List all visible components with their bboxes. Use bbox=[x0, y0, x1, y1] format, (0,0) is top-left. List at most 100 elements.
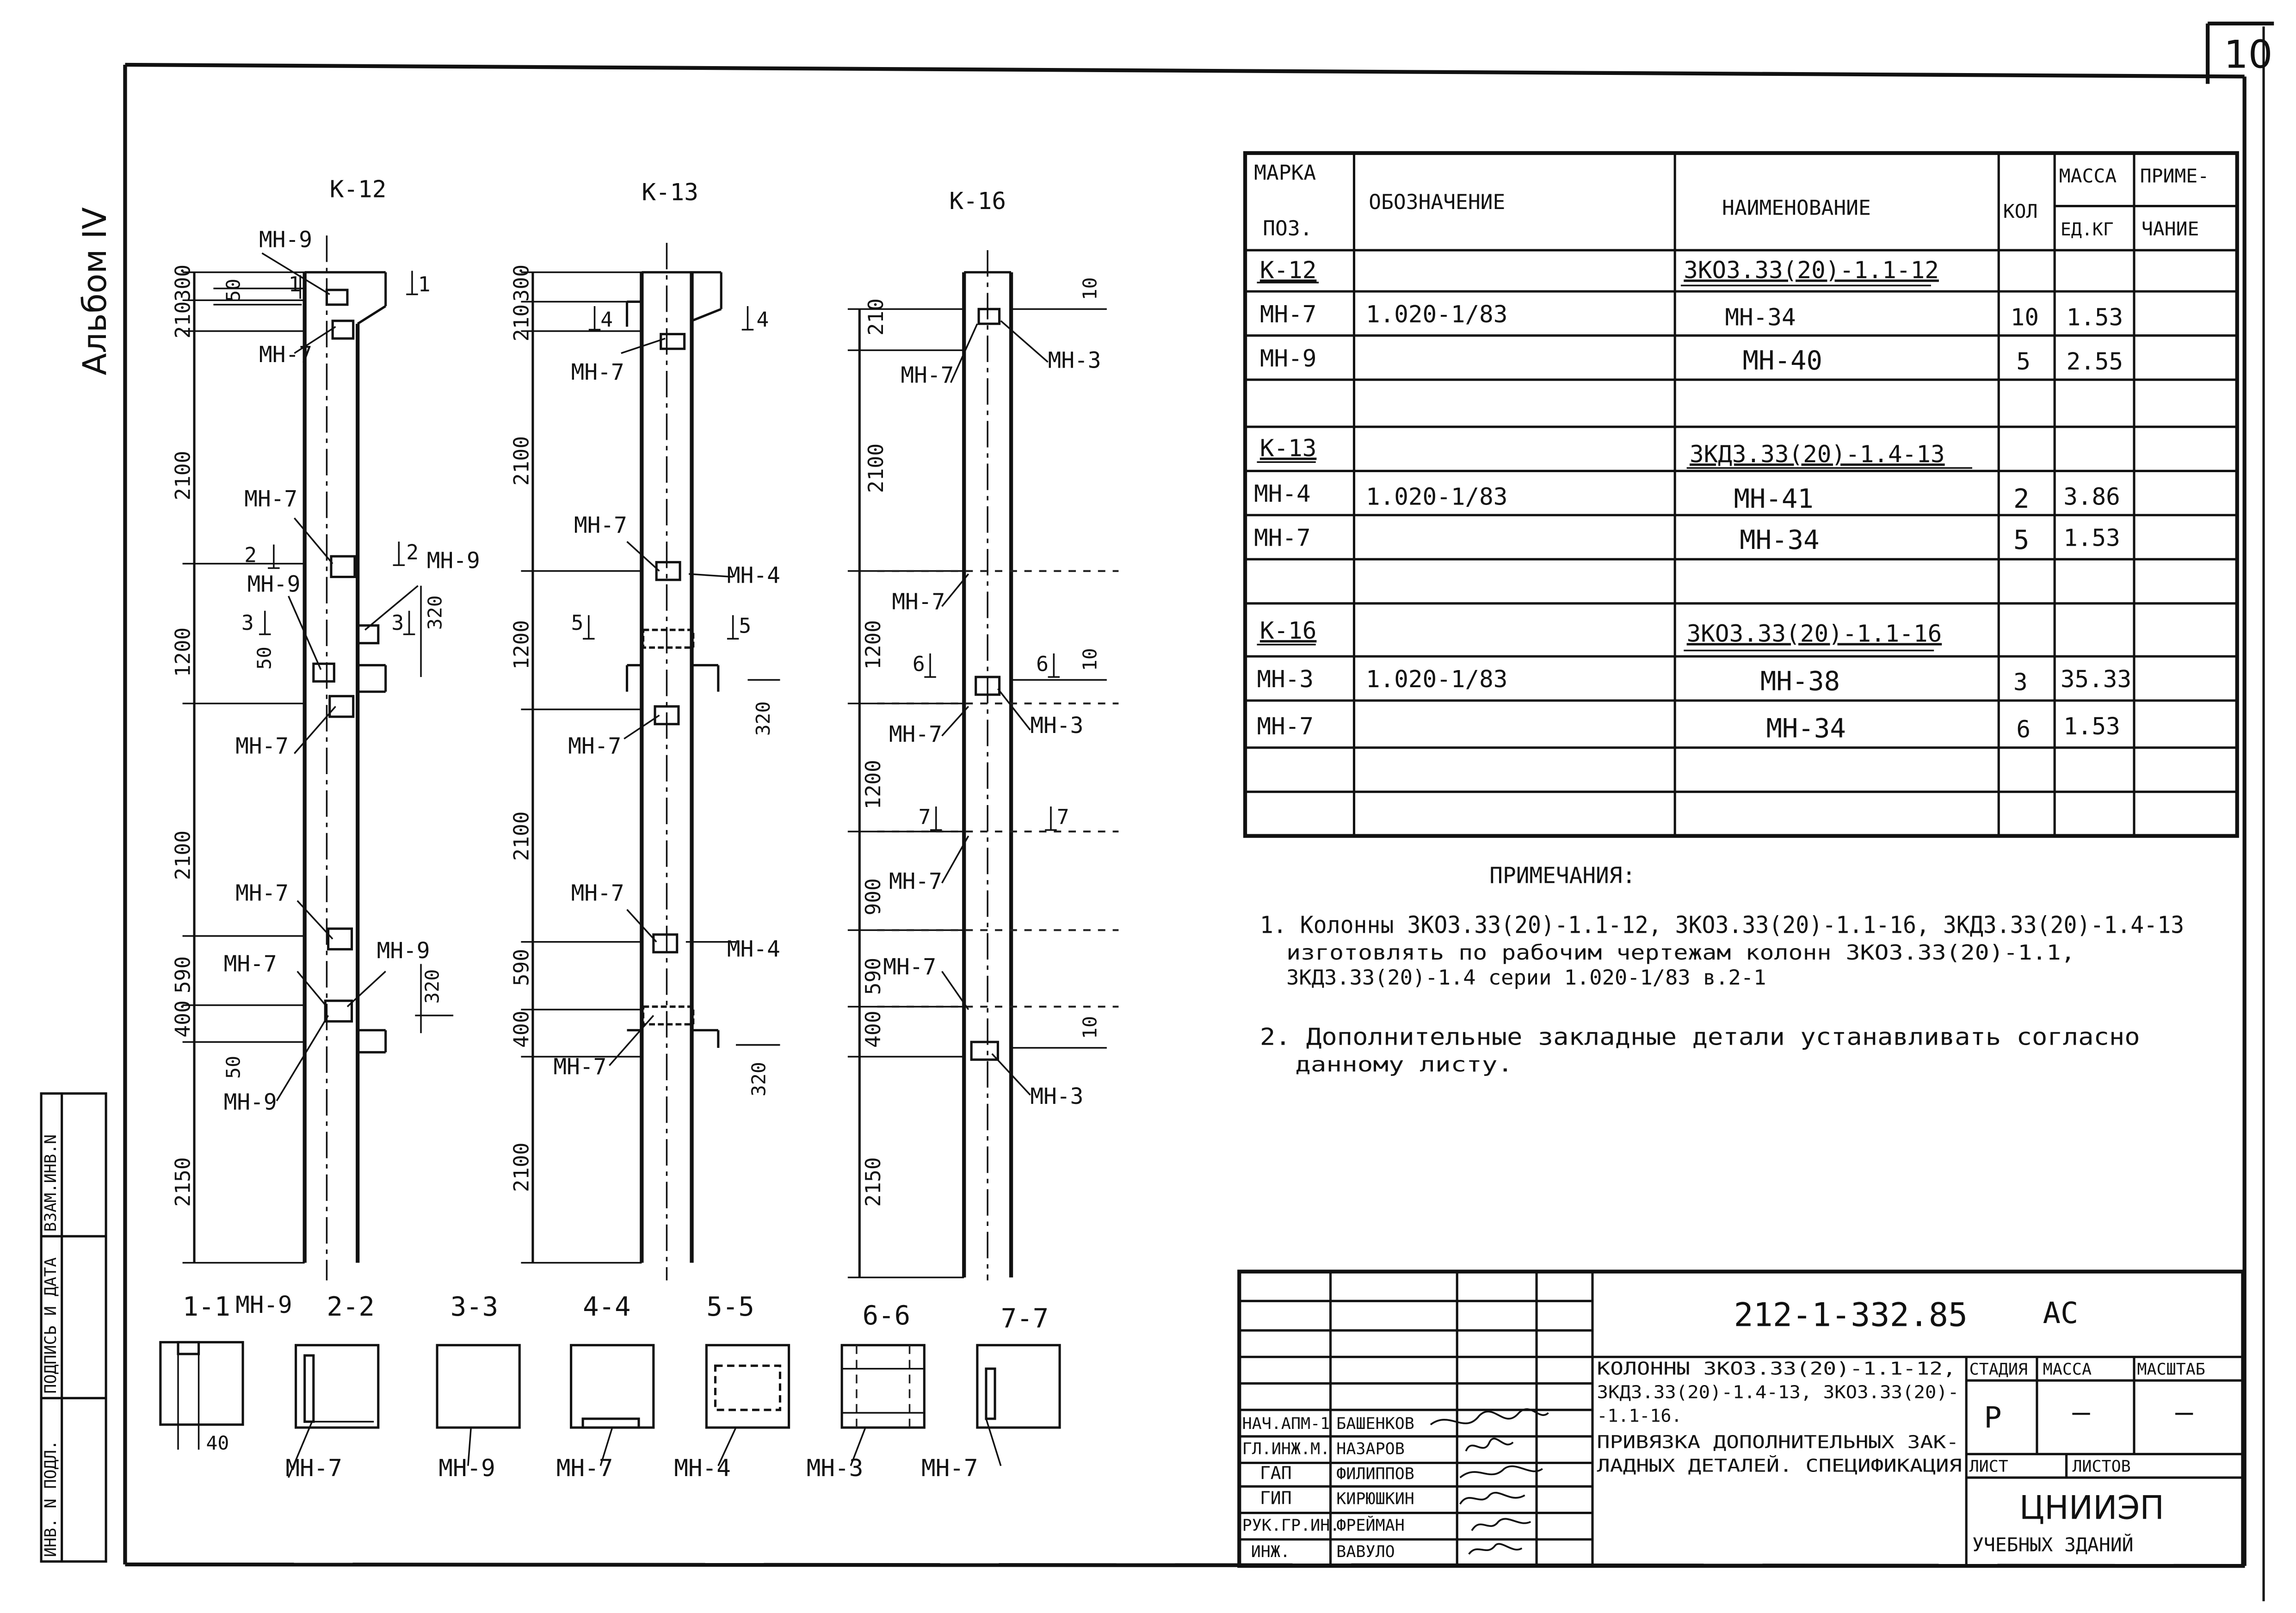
spec-designation: 1.020-1/83 bbox=[1366, 484, 1507, 511]
person-role: НАЧ.АПМ-1 bbox=[1242, 1415, 1330, 1433]
mass-label: МАССА bbox=[2043, 1360, 2092, 1379]
stage-value: Р bbox=[1984, 1401, 2001, 1435]
side-stamp-inv: ИНВ. N ПОДЛ. bbox=[42, 1440, 60, 1557]
k13-tag-mh4-1: МН-4 bbox=[727, 563, 780, 588]
spec-row-6: МН-7 МН-34 5 1.53 bbox=[1254, 524, 2120, 555]
org-name: ЦНИИЭП bbox=[2019, 1489, 2164, 1527]
spec-name: МН-38 bbox=[1760, 666, 1840, 697]
spec-row-8: К-16 3КО3.33(20)-1.1-16 bbox=[1257, 617, 1942, 652]
column-k12: К-12 300 210 2100 1200 bbox=[171, 176, 480, 1281]
k12-tag-mh9-top: МН-9 bbox=[259, 228, 312, 253]
spec-table: МАРКА ПОЗ. ОБОЗНАЧЕНИЕ НАИМЕНОВАНИЕ КОЛ … bbox=[1243, 151, 2239, 838]
spec-mark: МН-7 bbox=[1257, 713, 1314, 740]
spec-header-note1: ПРИМЕ- bbox=[2140, 165, 2209, 187]
k16-cut-6a: 6 bbox=[913, 652, 925, 676]
k12-small-dim-320b: 320 bbox=[421, 969, 443, 1004]
section-4-tag: МН-7 bbox=[556, 1455, 613, 1482]
k12-cut-2a: 2 bbox=[244, 543, 257, 567]
k13-cut-4b: 4 bbox=[757, 308, 769, 332]
k13-dim-210: 210 bbox=[509, 304, 533, 341]
person-role: ГАП bbox=[1260, 1463, 1292, 1484]
k13-tag-mh4-2: МН-4 bbox=[727, 937, 780, 962]
desc-line-2: 3КД3.33(20)-1.4-13, 3КО3.33(20)- bbox=[1597, 1382, 1959, 1403]
person-role: ГИП bbox=[1260, 1488, 1292, 1508]
k16-dim-2100: 2100 bbox=[864, 443, 888, 493]
side-stamp: ИНВ. N ПОДЛ. ПОДПИСЬ И ДАТА ВЗАМ.ИНВ.N bbox=[40, 1092, 107, 1563]
column-k12-title: К-12 bbox=[330, 176, 387, 203]
k16-cut-7a: 7 bbox=[919, 805, 931, 829]
k13-cut-5a: 5 bbox=[571, 611, 584, 635]
spec-mass: 1.53 bbox=[2063, 713, 2120, 740]
spec-mass: 2.55 bbox=[2067, 348, 2123, 376]
person-role: ГЛ.ИНЖ.М. bbox=[1242, 1440, 1330, 1458]
k13-small-dim-320a: 320 bbox=[752, 702, 774, 736]
person-role: РУК.ГР.ИН. bbox=[1242, 1516, 1340, 1535]
spec-mark: МН-4 bbox=[1254, 480, 1311, 508]
section-6-tag: МН-3 bbox=[807, 1455, 864, 1482]
section-1-title: 1-1 bbox=[183, 1291, 230, 1322]
k12-dim-210: 210 bbox=[171, 301, 195, 338]
spec-designation: 1.020-1/83 bbox=[1366, 301, 1507, 328]
album-label: Альбом IV bbox=[76, 207, 114, 376]
spec-qty: 3 bbox=[2013, 669, 2028, 696]
k16-tag-mh7-4: МН-7 bbox=[889, 869, 942, 894]
spec-header-name: НАИМЕНОВАНИЕ bbox=[1722, 196, 1871, 220]
k16-tag-mh3-1: МН-3 bbox=[1048, 348, 1101, 374]
spec-qty: 6 bbox=[2016, 716, 2031, 743]
note-1-line-2: изготовлять по рабочим чертежам колонн 3… bbox=[1286, 941, 2075, 965]
k16-small-dim-10a: 10 bbox=[1079, 277, 1101, 300]
section-3-tag: МН-9 bbox=[438, 1455, 495, 1482]
section-7-tag: МН-7 bbox=[921, 1455, 978, 1482]
spec-header-qty: КОЛ bbox=[2003, 200, 2038, 222]
side-stamp-replace: ВЗАМ.ИНВ.N bbox=[42, 1134, 60, 1232]
k13-tag-mh7-2: МН-7 bbox=[574, 513, 627, 538]
k12-dim-300: 300 bbox=[171, 265, 195, 302]
k13-tag-mh7-4: МН-7 bbox=[571, 881, 624, 906]
k12-dim-400: 400 bbox=[171, 1000, 195, 1037]
person-name: ВАВУЛО bbox=[1336, 1543, 1395, 1561]
spec-mass: 35.33 bbox=[2061, 666, 2131, 693]
column-k16: К-16 210 2100 1200 1200 900 590 400 2150… bbox=[847, 188, 1119, 1281]
scale-value: — bbox=[2175, 1395, 2193, 1429]
k16-tag-mh3-3: МН-3 bbox=[1030, 1084, 1083, 1109]
spec-mass: 3.86 bbox=[2063, 484, 2120, 511]
spec-name: 3КО3.33(20)-1.1-12 bbox=[1684, 257, 1939, 284]
k13-tag-mh7-1: МН-7 bbox=[571, 360, 624, 385]
note-1-line-3: 3КД3.33(20)-1.4 серии 1.020-1/83 в.2-1 bbox=[1286, 966, 1766, 990]
k13-dim-2100c: 2100 bbox=[509, 1143, 533, 1192]
spec-row-10: МН-7 МН-34 6 1.53 bbox=[1257, 713, 2120, 744]
k16-tag-mh7-2: МН-7 bbox=[892, 590, 945, 615]
k16-tag-mh7-3: МН-7 bbox=[889, 722, 942, 747]
k16-cut-6b: 6 bbox=[1036, 652, 1049, 676]
sheet-number-box: 10 bbox=[2205, 21, 2274, 84]
k13-cut-5b: 5 bbox=[739, 614, 751, 638]
k12-small-dim-50b: 50 bbox=[253, 646, 276, 670]
desc-line-5: ЛАДНЫХ ДЕТАЛЕЙ. СПЕЦИФИКАЦИЯ bbox=[1597, 1454, 1962, 1476]
desc-line-1: КОЛОННЫ 3КО3.33(20)-1.1-12, bbox=[1597, 1359, 1956, 1379]
k16-dim-590: 590 bbox=[861, 958, 885, 995]
k16-dim-1200a: 1200 bbox=[861, 620, 885, 670]
person-role: ИНЖ. bbox=[1251, 1543, 1290, 1561]
spec-name: МН-34 bbox=[1766, 713, 1845, 744]
column-k13: К-13 300 210 2100 1200 2100 bbox=[509, 179, 780, 1281]
person-name: ФРЕЙМАН bbox=[1336, 1515, 1405, 1535]
note-1-line-1: 1. Колонны 3КО3.33(20)-1.1-12, 3КО3.33(2… bbox=[1260, 912, 2184, 939]
k12-dim-1200: 1200 bbox=[171, 628, 195, 677]
spec-name: 3КД3.33(20)-1.4-13 bbox=[1690, 441, 1945, 468]
spec-header-note2: ЧАНИЕ bbox=[2142, 218, 2199, 240]
spec-header-mass2: ЕД.КГ bbox=[2061, 220, 2114, 240]
spec-row-1: МН-7 1.020-1/83 МН-34 10 1.53 bbox=[1260, 301, 2123, 331]
desc-line-3: -1.1-16. bbox=[1597, 1406, 1682, 1426]
k12-tag-mh7-5: МН-7 bbox=[224, 951, 277, 977]
spec-mark: МН-7 bbox=[1254, 525, 1311, 552]
sections-row: 1-1 МН-9 40 2-2 МН-7 3-3 МН-9 4-4 МН-7 5… bbox=[159, 1291, 1061, 1482]
k13-cut-4a: 4 bbox=[600, 308, 613, 332]
notes: ПРИМЕЧАНИЯ: 1. Колонны 3КО3.33(20)-1.1-1… bbox=[1260, 863, 2184, 1076]
spec-row-2: МН-9 МН-40 5 2.55 bbox=[1260, 345, 2123, 376]
spec-mark: К-13 bbox=[1260, 435, 1317, 462]
k16-tag-mh7-5: МН-7 bbox=[883, 954, 936, 980]
spec-header-mass1: МАССА bbox=[2059, 165, 2117, 187]
k13-dim-2100: 2100 bbox=[509, 436, 533, 486]
section-5-tag: МН-4 bbox=[674, 1455, 731, 1482]
